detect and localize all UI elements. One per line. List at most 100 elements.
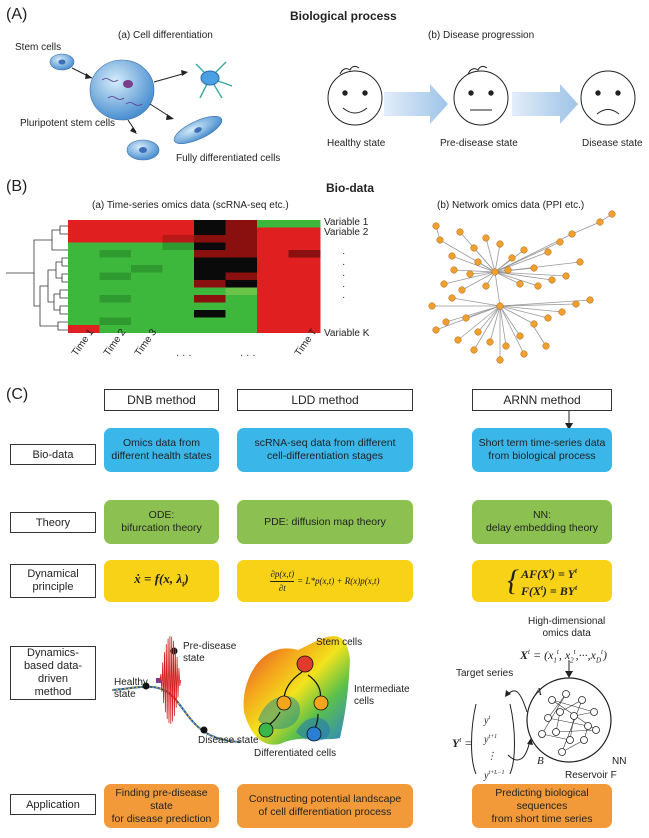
heatmap-cell (225, 265, 258, 273)
heatmap-cell (99, 227, 132, 236)
dnb-healthy-label: Healthy state (114, 677, 148, 700)
pre-disease-face (453, 65, 509, 126)
heatmap-cell (131, 302, 163, 311)
network-node (428, 302, 436, 310)
network-node (436, 236, 444, 244)
heatmap-cell (288, 235, 321, 243)
reservoir-node (538, 730, 546, 738)
ldd-stem-label: Stem cells (316, 637, 363, 648)
heatmap-cell (68, 235, 100, 243)
panel-a-label: (A) (6, 6, 28, 23)
heatmap-cell (194, 250, 226, 258)
network-edge (499, 305, 525, 355)
heatmap-cell (99, 257, 132, 266)
network-node (558, 308, 566, 316)
heatmap-cell (162, 227, 195, 236)
arnn-b-label: B (537, 755, 544, 767)
network-edge (461, 271, 496, 291)
network-edge (443, 271, 496, 285)
pre-disease-state-label: Pre-disease state (440, 138, 518, 149)
row-label-theory: Theory (10, 512, 96, 533)
heatmap-cell (162, 272, 195, 281)
ldd-differentiated-label: Differentiated cells (254, 748, 337, 759)
network-node (508, 254, 516, 262)
pluripotent-cell (89, 59, 155, 121)
network-node (482, 282, 490, 290)
stem-cells-label: Stem cells (15, 42, 62, 53)
arnn-nn-label: NN (612, 756, 627, 767)
heatmap-cell (99, 302, 132, 311)
heatmap-cell (288, 310, 321, 318)
heatmap-cell (225, 310, 258, 318)
ldd-intermediate-label: Intermediate cells (354, 684, 410, 707)
variable-dots: · · · · · (342, 248, 346, 303)
network-edge (494, 249, 525, 273)
time-dots-1: · · · (176, 350, 192, 361)
network-node (496, 302, 504, 310)
heatmap-cell (194, 310, 226, 318)
panel-b-label: (B) (6, 178, 28, 195)
heatmap-cell (225, 272, 258, 281)
heatmap-cell (68, 287, 100, 296)
progress-arrow-2 (512, 84, 578, 124)
heatmap-cell (162, 325, 195, 333)
arnn-theory-cell: NN: delay embedding theory (472, 500, 612, 544)
heatmap-cell (99, 310, 132, 318)
heatmap-cell (162, 242, 195, 251)
reservoir-node (584, 722, 592, 730)
heatmap-cell (68, 220, 100, 228)
reservoir-node (558, 748, 566, 756)
dnb-theory-cell: ODE: bifurcation theory (104, 500, 219, 544)
heatmap-cell (257, 250, 289, 258)
heatmap-cell (162, 317, 195, 326)
heatmap-cell (162, 280, 195, 288)
reservoir-node (570, 712, 578, 720)
network-node (542, 342, 550, 350)
disease-state-label: Disease state (582, 138, 643, 149)
ldd-application-cell: Constructing potential landscape of cell… (237, 784, 413, 828)
heatmap-cell (257, 227, 289, 236)
heatmap-cell (162, 287, 195, 296)
heatmap-cell (257, 310, 289, 318)
network-node (456, 228, 464, 236)
network-node (440, 280, 448, 288)
heatmap-cell (225, 287, 258, 296)
network-node (482, 234, 490, 242)
row-label-dynamics-method: Dynamics-based data-driven method (10, 646, 96, 700)
heatmap-cell (257, 280, 289, 288)
network-edge (494, 271, 539, 287)
heatmap-cell (225, 235, 258, 243)
network-edge (457, 305, 501, 341)
network-node (534, 282, 542, 290)
heatmap-cell (68, 227, 100, 236)
heatmap-cell (99, 295, 132, 303)
heatmap-cell (131, 272, 163, 281)
fluctuation-signal (158, 636, 182, 724)
reservoir-node (556, 708, 564, 716)
arnn-method-header: ARNN method (472, 389, 612, 411)
network-node (470, 244, 478, 252)
heatmap-cell (68, 317, 100, 326)
network-node (496, 240, 504, 248)
heatmap-cell (288, 227, 321, 236)
reservoir-edge (547, 717, 589, 727)
heatmap-cell (257, 295, 289, 303)
heatmap-cell (257, 287, 289, 296)
heatmap-cell (131, 227, 163, 236)
heatmap-cell (68, 295, 100, 303)
heatmap-cell (131, 257, 163, 266)
heatmap-cell (68, 250, 100, 258)
network-subtitle: (b) Network omics data (PPI etc.) (437, 200, 585, 211)
panel-b-title: Bio-data (326, 181, 374, 195)
heatmap-cell (99, 242, 132, 251)
heatmap-cell (194, 265, 226, 273)
arnn-high-dim-label: High-dimensional omics data (528, 616, 606, 639)
network-node (576, 258, 584, 266)
heatmap-cell (194, 287, 226, 296)
heatmap-cell (68, 265, 100, 273)
network-node (562, 272, 570, 280)
heatmap-cell (257, 257, 289, 266)
heatmap-cell (162, 250, 195, 258)
heatmap-cell (225, 317, 258, 326)
